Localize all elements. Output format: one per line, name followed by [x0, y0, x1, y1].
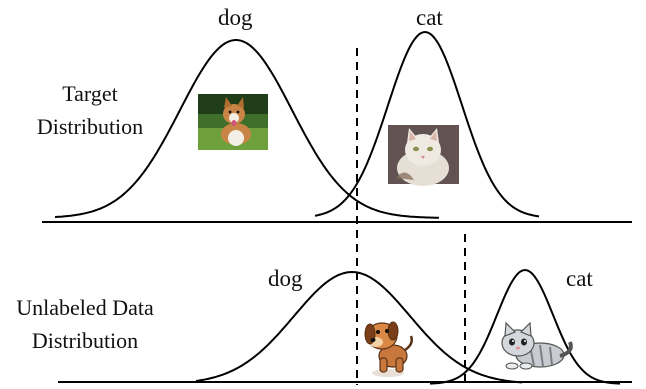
- unlabeled-label-line1: Unlabeled Data: [16, 295, 154, 320]
- target-label-line1: Target: [62, 81, 118, 106]
- top-cat-curve: [314, 30, 540, 218]
- bottom-cat-curve: [429, 269, 621, 385]
- unlabeled-distribution-label: Unlabeled Data Distribution: [0, 291, 170, 357]
- top-dog-label: dog: [218, 5, 253, 30]
- unlabeled-label-line2: Distribution: [31, 328, 139, 353]
- cartoon-puppy-icon: [364, 321, 413, 377]
- target-distribution-label: Target Distribution: [10, 77, 170, 143]
- white-cat-photo-icon: [388, 125, 459, 186]
- bottom-dog-curve: [195, 270, 523, 384]
- top-dog-curve: [54, 39, 440, 219]
- target-label-line2: Distribution: [36, 114, 144, 139]
- corgi-photo-icon: [198, 94, 268, 150]
- top-cat-label: cat: [416, 5, 443, 30]
- cartoon-tabby-cat-icon: [501, 321, 573, 370]
- bottom-cat-label: cat: [566, 266, 593, 291]
- bottom-dog-label: dog: [268, 266, 303, 291]
